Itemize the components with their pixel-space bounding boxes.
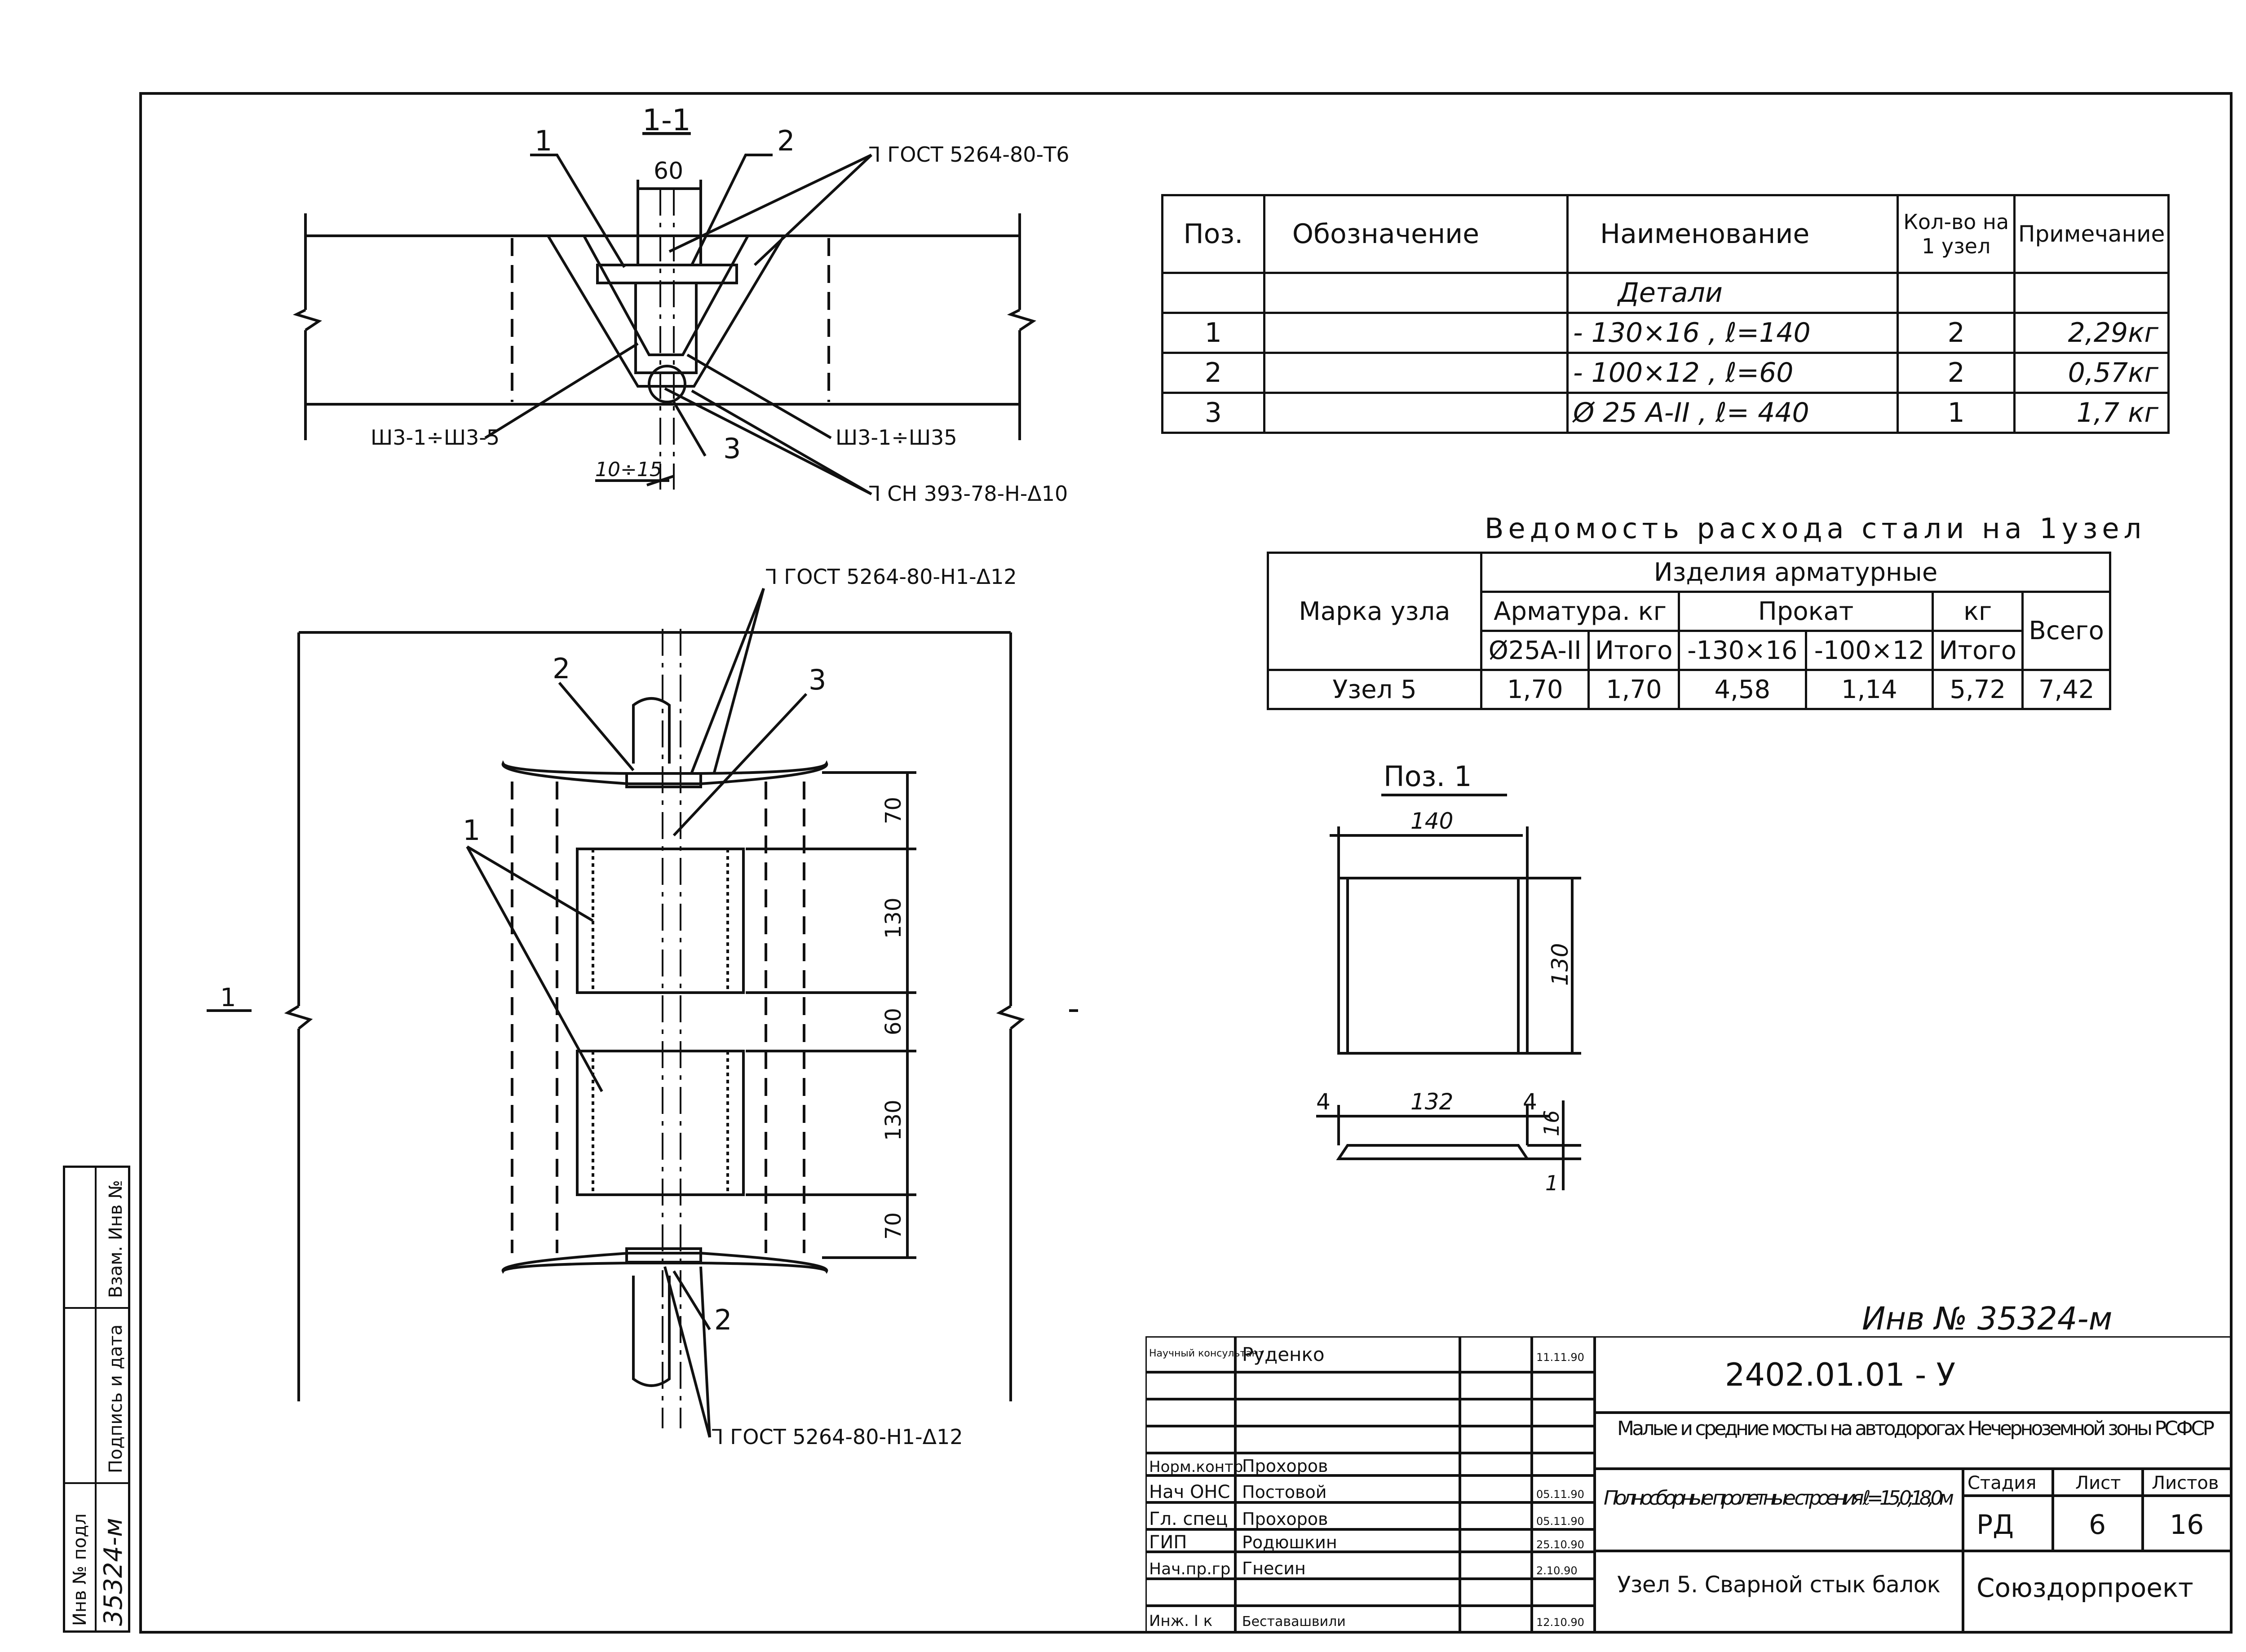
specification-table: Поз. Обозначение Наименование Кол-во на … <box>1161 194 2170 434</box>
spec-group-label: Детали <box>1566 272 1899 314</box>
person-role: Научный консультант <box>1149 1348 1264 1359</box>
spec-header-name: Наименование <box>1566 194 1899 274</box>
person-name: Беставашвили <box>1242 1614 1346 1630</box>
spec-header-qty: Кол-во на 1 узел <box>1897 194 2016 274</box>
steel-group-products: Изделия арматурные <box>1480 552 2111 593</box>
stamp-sign-date: Подпись и дата <box>106 1324 126 1473</box>
sheet-label: Лист <box>2075 1473 2121 1493</box>
plan-weld-top: ⅂ ГОСТ 5264-80-Н1-Δ12 <box>766 565 1017 589</box>
plan-dim-1: 70 <box>881 797 906 824</box>
people-list: Научный консультант Руденко 11.11.90 Нор… <box>1149 1343 1584 1630</box>
steel-col-mark: Марка узла <box>1267 552 1482 671</box>
plan-callout-2-top: 2 <box>553 652 570 685</box>
person-role: Нач ОНС <box>1149 1482 1230 1502</box>
table-row: 2 - 100×12 , ℓ=60 2 0,57кг <box>1161 352 2170 394</box>
organization: Союздорпроект <box>1976 1572 2193 1603</box>
project-title: Малые и средние мосты на автодорогах Неч… <box>1617 1417 2215 1440</box>
steel-table-title: Ведомость расхода стали на 1узел <box>1485 512 2146 545</box>
table-row: Узел 5 1,70 1,70 4,58 1,14 5,72 7,42 <box>1267 669 2111 710</box>
person-date: 05.11.90 <box>1536 1488 1584 1501</box>
detail-dim-thickness: 16 <box>1539 1110 1564 1136</box>
section-dim-top: 60 <box>654 158 683 185</box>
section-label: 1-1 <box>642 103 691 137</box>
section-weld-right: Ш3-1÷Ш35 <box>836 425 957 450</box>
person-name: Гнесин <box>1242 1559 1306 1578</box>
person-role: Гл. спец <box>1149 1509 1228 1529</box>
person-date: 25.10.90 <box>1536 1538 1584 1551</box>
plan-callout-1: 1 <box>463 814 480 847</box>
spec-header-designation: Обозначение <box>1263 194 1569 274</box>
table-row: 3 Ø 25 А-II , ℓ= 440 1 1,7 кг <box>1161 392 2170 434</box>
detail-drawing: Поз. 1 140 130 4 4 132 16 1 <box>1316 760 1581 1195</box>
person-name: Руденко <box>1242 1343 1325 1365</box>
steel-group-rebar: Арматура. кг <box>1480 591 1680 632</box>
section-callout-1: 1 <box>535 124 552 157</box>
plan-dim-3: 60 <box>881 1008 906 1035</box>
person-role: Инж. I к <box>1149 1612 1212 1630</box>
spec-header-pos: Поз. <box>1161 194 1265 274</box>
section-weld-left: Ш3-1÷Ш3-5 <box>371 425 500 450</box>
plan-callout-3: 3 <box>809 663 826 696</box>
spec-header-note: Примечание <box>2013 194 2170 274</box>
person-role: Нач.пр.гр <box>1149 1560 1230 1578</box>
detail-dim-width: 140 <box>1410 808 1453 834</box>
plan-drawing: ⅂ ГОСТ 5264-80-Н1-Δ12 ⅂ ГОСТ 5264-80-Н1-… <box>207 565 1078 1449</box>
plan-dim-4: 130 <box>881 1100 906 1141</box>
title-block: 2402.01.01 - У Малые и средние мосты на … <box>1145 1336 2233 1633</box>
person-date: 12.10.90 <box>1536 1616 1584 1629</box>
section-weld-bottom: ⅂ СН 393-78-Н-Δ10 <box>869 481 1068 506</box>
section-drawing: 1-1 60 1 2 3 ⅂ ГОСТ 5264-80-Т6 Ш3-1÷Ш3-5… <box>292 103 1070 506</box>
detail-title: Поз. 1 <box>1384 760 1472 793</box>
detail-dim-small: 1 <box>1545 1171 1558 1195</box>
subject: Полносборные пролетные строения ℓ=15,0;1… <box>1604 1487 1954 1510</box>
steel-rolled-unit: кг <box>1932 591 2024 632</box>
sheets-value: 16 <box>2170 1509 2204 1541</box>
inventory-number: Инв № 35324-м <box>1862 1300 2113 1337</box>
plan-dim-5: 70 <box>881 1212 906 1240</box>
section-weld-top: ⅂ ГОСТ 5264-80-Т6 <box>869 142 1070 167</box>
steel-group-rolled: Прокат <box>1678 591 1934 632</box>
person-name: Постовой <box>1242 1482 1326 1502</box>
stage-label: Стадия <box>1967 1473 2036 1493</box>
stamp-inv-orig: Инв № подл <box>70 1513 90 1626</box>
stamp-inv-value: 35324-м <box>99 1518 128 1626</box>
person-date: 05.11.90 <box>1536 1515 1584 1528</box>
plan-dim-2: 130 <box>881 897 906 939</box>
section-callout-2: 2 <box>777 124 795 157</box>
stamp-interchange: Взам. Инв № <box>106 1180 126 1298</box>
person-date: 2.10.90 <box>1536 1564 1578 1577</box>
table-row: 1 - 130×16 , ℓ=140 2 2,29кг <box>1161 312 2170 354</box>
detail-dim-bottom-width: 132 <box>1410 1089 1453 1115</box>
plan-callout-2-bottom: 2 <box>714 1303 732 1336</box>
person-role: Норм.контр <box>1149 1458 1243 1476</box>
person-date: 11.11.90 <box>1536 1351 1584 1364</box>
sheets-label: Листов <box>2152 1473 2219 1493</box>
stage-value: РД <box>1976 1509 2014 1541</box>
sheet-value: 6 <box>2089 1509 2106 1541</box>
section-callout-3: 3 <box>723 432 741 465</box>
detail-dim-bevel-right: 4 <box>1523 1089 1537 1115</box>
steel-consumption-table: Марка узла Изделия арматурные Арматура. … <box>1267 552 2111 710</box>
person-name: Прохоров <box>1242 1456 1328 1476</box>
sheet-title: Узел 5. Сварной стык балок <box>1617 1572 1941 1598</box>
detail-dim-height: 130 <box>1547 943 1573 986</box>
detail-dim-bevel-left: 4 <box>1316 1089 1331 1115</box>
person-name: Прохоров <box>1242 1509 1328 1529</box>
plan-section-mark-left: 1 <box>220 983 236 1012</box>
doc-code: 2402.01.01 - У <box>1725 1356 1955 1393</box>
steel-col-total: Всего <box>2021 591 2111 671</box>
person-name: Родюшкин <box>1242 1533 1337 1552</box>
plan-weld-bottom: ⅂ ГОСТ 5264-80-Н1-Δ12 <box>712 1425 963 1449</box>
section-dim-bottom: 10÷15 <box>595 458 662 481</box>
person-role: ГИП <box>1149 1532 1187 1553</box>
side-stamp: Взам. Инв № Подпись и дата Инв № подл 35… <box>63 1166 130 1633</box>
